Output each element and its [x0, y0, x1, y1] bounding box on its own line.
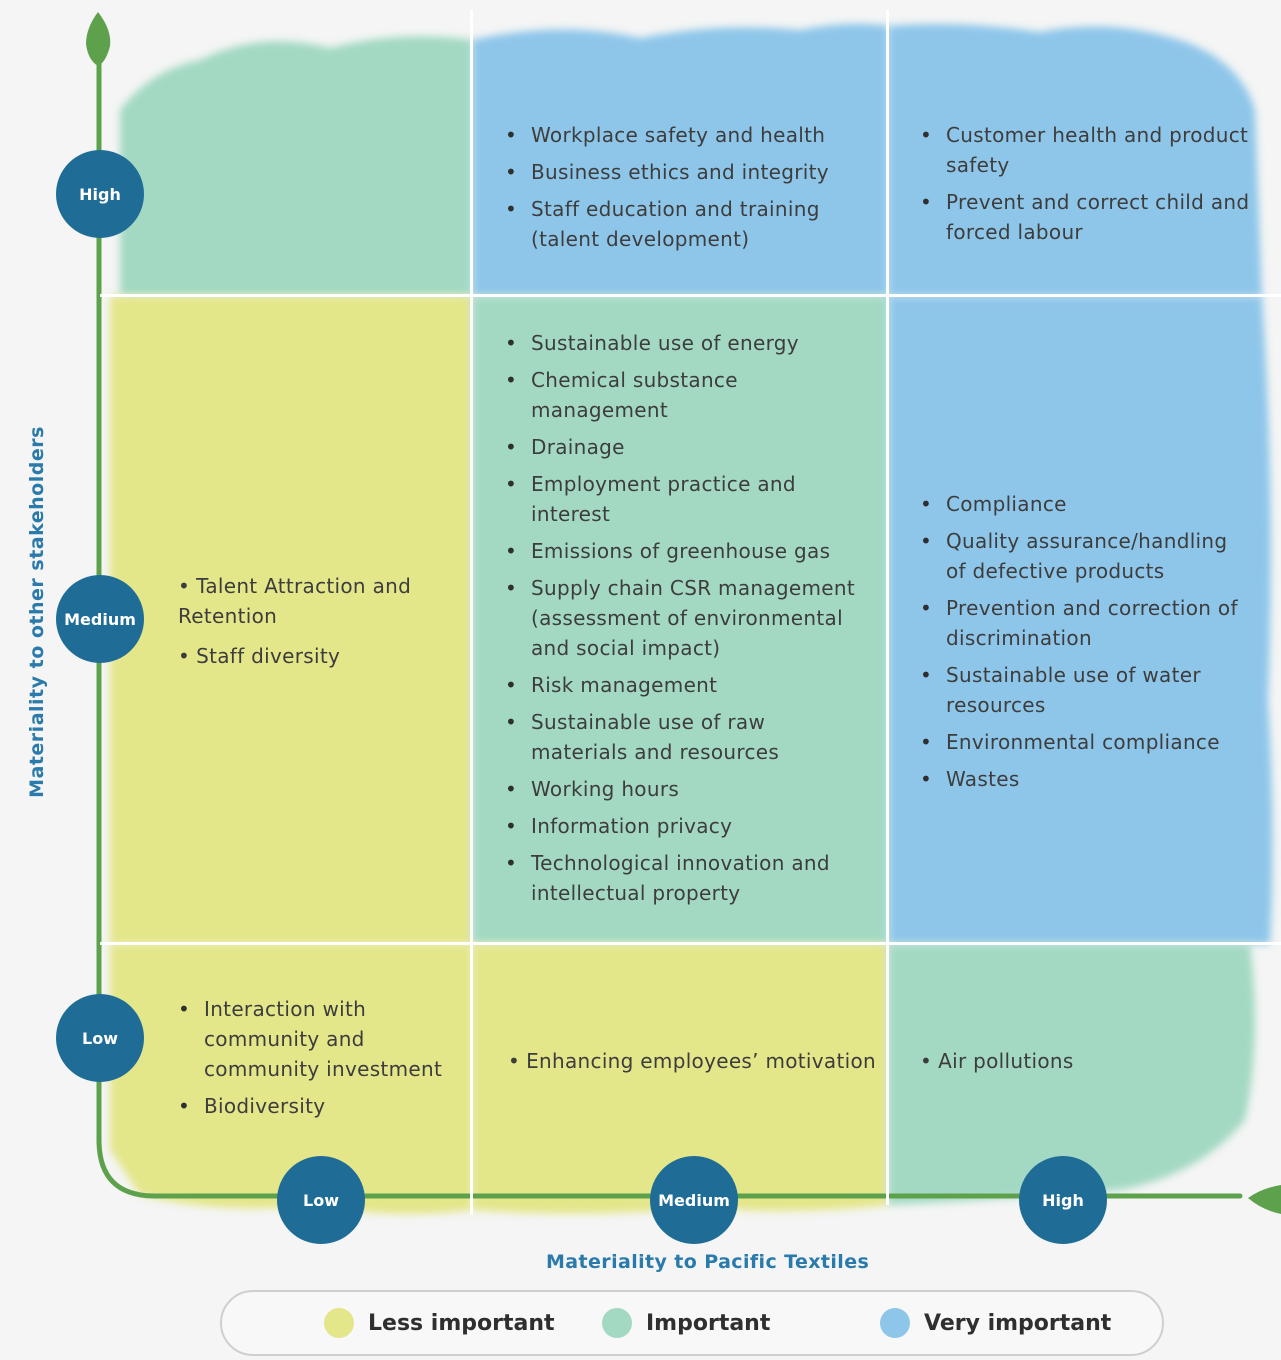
legend-label: Very important	[924, 1310, 1112, 1336]
issue-list: ComplianceQuality assurance/handling of …	[920, 489, 1250, 794]
y-level-low: Low	[56, 994, 144, 1082]
issue-item: •Talent Attraction and Retention	[178, 571, 438, 631]
issue-list: •Talent Attraction and Retention•Staff d…	[178, 571, 438, 671]
issue-item: Business ethics and integrity	[505, 157, 865, 187]
issue-item: Biodiversity	[178, 1091, 458, 1121]
legend-item-less-important: Less important	[324, 1292, 555, 1354]
x-level-medium: Medium	[650, 1156, 738, 1244]
issue-item: Prevent and correct child and forced lab…	[920, 187, 1250, 247]
issue-list: Workplace safety and healthBusiness ethi…	[505, 120, 865, 254]
x-level-high: High	[1019, 1156, 1107, 1244]
cell-medium-high: ComplianceQuality assurance/handling of …	[920, 489, 1250, 801]
cell-low-high: •Air pollutions	[920, 1046, 1250, 1086]
cell-medium-low: •Talent Attraction and Retention•Staff d…	[178, 571, 438, 681]
issue-item: Customer health and product safety	[920, 120, 1250, 180]
legend-dot-important	[602, 1308, 632, 1338]
issue-item: Information privacy	[505, 811, 865, 841]
issue-list: Sustainable use of energyChemical substa…	[505, 328, 865, 908]
x-axis-title: Materiality to Pacific Textiles	[546, 1251, 870, 1273]
issue-item: Working hours	[505, 774, 865, 804]
grid-line-horizontal-2	[100, 942, 1281, 945]
bullet-icon: •	[178, 574, 191, 598]
legend-item-very-important: Very important	[880, 1292, 1111, 1354]
x-axis-leaf	[1248, 1185, 1281, 1214]
issue-item: •Air pollutions	[920, 1046, 1250, 1076]
issue-item: Emissions of greenhouse gas	[505, 536, 865, 566]
issue-item: Chemical substance management	[505, 365, 865, 425]
cell-medium-medium: Sustainable use of energyChemical substa…	[505, 328, 865, 915]
issue-list: Customer health and product safetyPreven…	[920, 120, 1250, 247]
bullet-icon: •	[508, 1049, 521, 1073]
issue-item: Risk management	[505, 670, 865, 700]
cell-high-medium: Workplace safety and healthBusiness ethi…	[505, 120, 865, 261]
legend-dot-very-important	[880, 1308, 910, 1338]
legend: Less important Important Very important	[220, 1290, 1164, 1356]
issue-item: Sustainable use of raw materials and res…	[505, 707, 865, 767]
y-axis-line	[96, 37, 1243, 1199]
issue-item: Wastes	[920, 764, 1250, 794]
legend-label: Important	[646, 1310, 771, 1336]
issue-item: Quality assurance/handling of defective …	[920, 526, 1250, 586]
wash-high-low	[120, 36, 472, 296]
y-level-high: High	[56, 150, 144, 238]
issue-item: Drainage	[505, 432, 865, 462]
wash-low-high	[888, 944, 1255, 1205]
issue-item: •Enhancing employees’ motivation	[508, 1046, 878, 1076]
issue-item: Technological innovation and intellectua…	[505, 848, 865, 908]
x-level-low: Low	[277, 1156, 365, 1244]
issue-list: •Air pollutions	[920, 1046, 1250, 1076]
issue-item: Sustainable use of energy	[505, 328, 865, 358]
issue-label: Enhancing employees’ motivation	[526, 1049, 876, 1073]
issue-label: Staff diversity	[196, 644, 341, 668]
legend-item-important: Important	[602, 1292, 770, 1354]
issue-item: Compliance	[920, 489, 1250, 519]
issue-label: Talent Attraction and Retention	[178, 574, 412, 628]
issue-item: Sustainable use of water resources	[920, 660, 1250, 720]
y-level-medium: Medium	[56, 575, 144, 663]
issue-list: •Enhancing employees’ motivation	[508, 1046, 878, 1076]
issue-item: Staff education and training (talent dev…	[505, 194, 865, 254]
grid-line-horizontal-1	[100, 294, 1281, 297]
wash-medium-low	[110, 296, 472, 944]
y-axis-leaf	[86, 12, 111, 66]
issue-item: •Staff diversity	[178, 641, 438, 671]
issue-item: Prevention and correction of discriminat…	[920, 593, 1250, 653]
issue-item: Supply chain CSR management (assessment …	[505, 573, 865, 663]
legend-label: Less important	[368, 1310, 555, 1336]
bullet-icon: •	[178, 644, 191, 668]
issue-label: Air pollutions	[938, 1049, 1074, 1073]
issue-item: Workplace safety and health	[505, 120, 865, 150]
grid-line-vertical-2	[886, 10, 889, 1205]
issue-item: Interaction with community and community…	[178, 994, 458, 1084]
cell-low-medium: •Enhancing employees’ motivation	[508, 1046, 878, 1086]
issue-item: Environmental compliance	[920, 727, 1250, 757]
wash-low-medium	[472, 944, 888, 1214]
y-axis-title: Materiality to other stakeholders	[26, 426, 48, 798]
legend-dot-less-important	[324, 1308, 354, 1338]
issue-list: Interaction with community and community…	[178, 994, 458, 1121]
issue-item: Employment practice and interest	[505, 469, 865, 529]
bullet-icon: •	[920, 1049, 933, 1073]
cell-high-high: Customer health and product safetyPreven…	[920, 120, 1250, 254]
cell-low-low: Interaction with community and community…	[178, 994, 458, 1128]
grid-line-vertical-1	[470, 10, 473, 1215]
